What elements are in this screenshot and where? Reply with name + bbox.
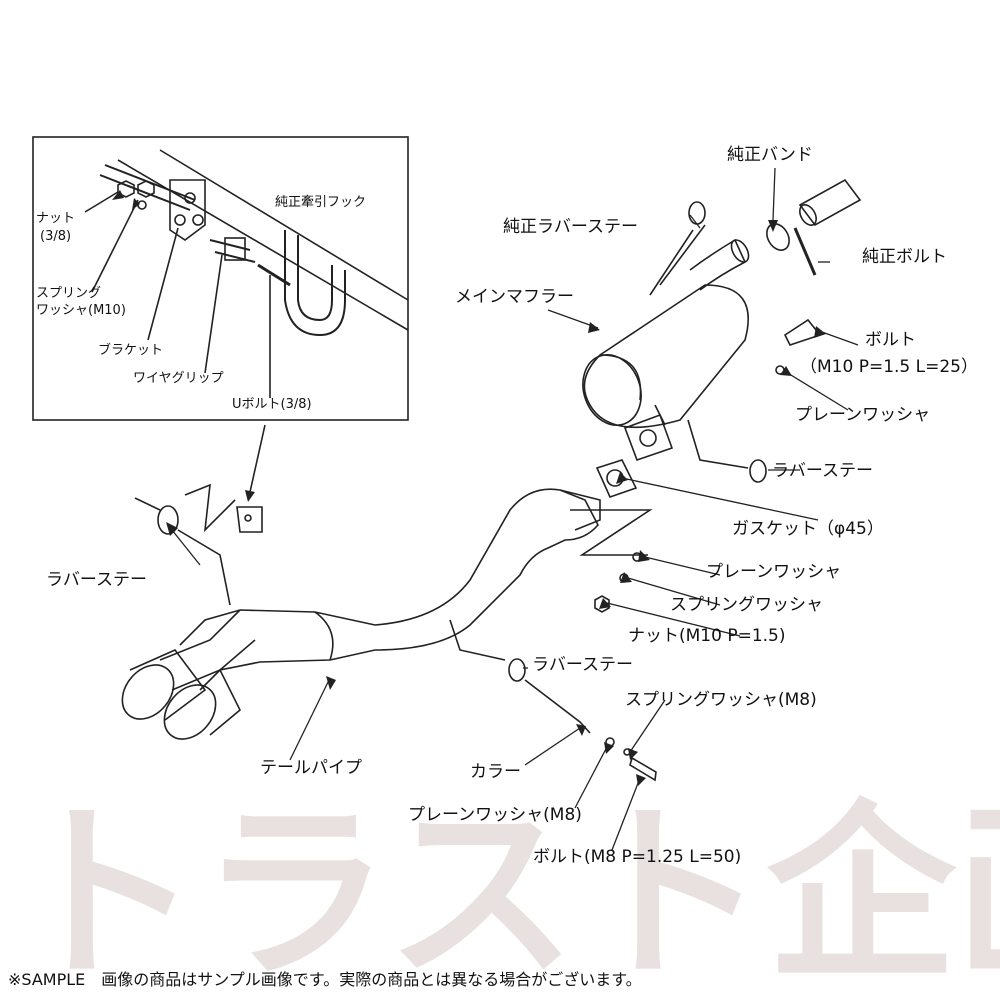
svg-text:Uボルト(3/8): Uボルト(3/8) — [232, 397, 312, 412]
watermark: トラスト企画 — [10, 784, 1000, 1000]
label-bolt-m8: ボルト(M8 P=1.25 L=50) — [533, 847, 741, 867]
inset-box — [32, 136, 409, 421]
label-spring-washer-m8: スプリングワッシャ(M8) — [625, 690, 817, 710]
inset-pointer — [249, 424, 266, 493]
exhaust-assembly — [121, 178, 862, 782]
svg-text:ブラケット: ブラケット — [98, 342, 163, 358]
label-bolt-m10-spec: （M10 P=1.5 L=25） — [800, 357, 978, 377]
svg-text:ナット: ナット — [36, 211, 75, 226]
label-genuine-band: 純正バンド — [727, 145, 813, 165]
arrowheads — [112, 190, 826, 786]
svg-text:(3/8): (3/8) — [40, 229, 71, 244]
label-gasket: ガスケット（φ45） — [732, 519, 884, 539]
inset-labels: 純正牽引フック ナット (3/8) スプリング ワッシャ(M10) ブラケット … — [36, 194, 366, 412]
svg-text:スプリング: スプリング — [36, 286, 101, 301]
label-rubber-stay-left: ラバーステー — [46, 570, 147, 590]
sample-disclaimer: ※SAMPLE 画像の商品はサンプル画像です。実際の商品とは異なる場合がございま… — [8, 970, 642, 989]
label-main-muffler: メインマフラー — [455, 287, 574, 307]
label-rubber-stay-right: ラバーステー — [772, 461, 873, 481]
label-nut-m10: ナット(M10 P=1.5) — [628, 626, 786, 646]
main-labels: 純正バンド 純正ラバーステー 純正ボルト メインマフラー ボルト （M10 P=… — [46, 145, 978, 867]
leader-lines — [171, 167, 859, 851]
label-plain-washer-1: プレーンワッシャ — [795, 405, 930, 425]
label-bolt-m10: ボルト — [865, 330, 916, 350]
label-spring-washer: スプリングワッシャ — [670, 595, 823, 615]
label-rubber-stay-lower: ラバーステー — [532, 655, 633, 675]
label-genuine-rubber-stay: 純正ラバーステー — [503, 217, 638, 237]
svg-text:ワイヤグリップ: ワイヤグリップ — [133, 371, 224, 386]
label-plain-washer-2: プレーンワッシャ — [706, 562, 841, 582]
label-collar: カラー — [470, 762, 521, 782]
svg-text:純正牽引フック: 純正牽引フック — [275, 194, 366, 210]
label-plain-washer-m8: プレーンワッシャ(M8) — [408, 805, 582, 825]
label-genuine-bolt: 純正ボルト — [862, 247, 947, 267]
label-tail-pipe: テールパイプ — [260, 758, 362, 778]
svg-text:ワッシャ(M10): ワッシャ(M10) — [36, 303, 126, 318]
